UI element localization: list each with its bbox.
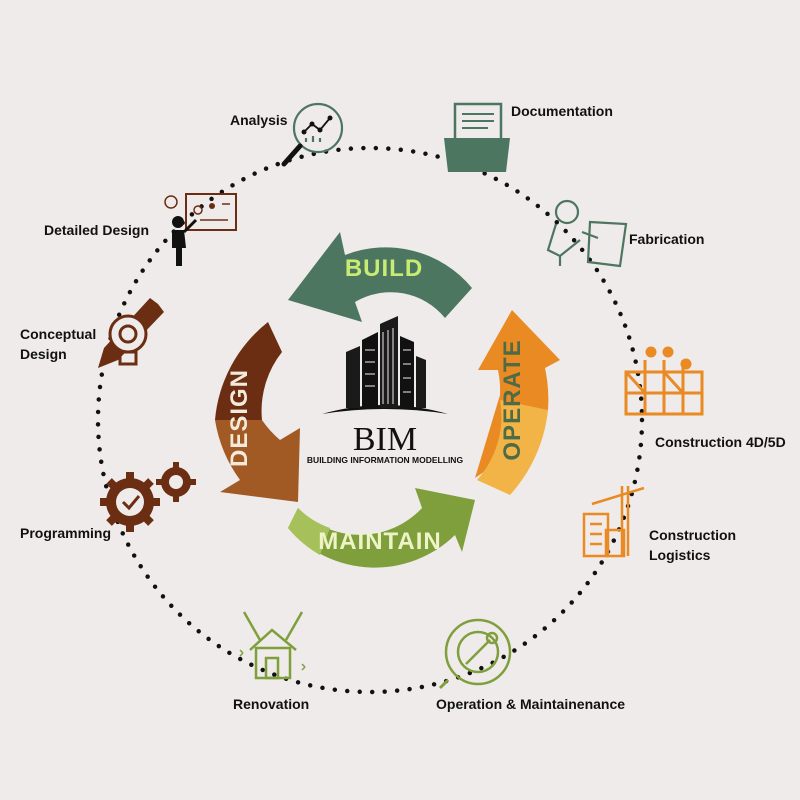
bim-title: BIM (353, 421, 417, 458)
label-analysis: Analysis (230, 112, 288, 128)
label-renovation: Renovation (233, 696, 310, 712)
label-fabrication: Fabrication (629, 231, 705, 247)
label-programming: Programming (20, 525, 112, 541)
label-construction-logistics: Construction Logistics (649, 525, 736, 566)
renovation-house-icon (239, 611, 306, 680)
detailed-design-icon (164, 193, 237, 266)
construction-crane-icon (582, 486, 645, 558)
label-detailed-design: Detailed Design (44, 222, 150, 238)
conceptual-design-icon (98, 298, 164, 368)
label-operation-maintenance: Operation & Maintainenance (436, 696, 626, 712)
label-conceptual-design-line-1: Conceptual (20, 326, 97, 342)
documentation-icon (444, 102, 510, 172)
programming-gears-icon (100, 462, 196, 532)
label-conceptual-design: Conceptual Design (20, 324, 96, 365)
gear-wrench-icon (438, 618, 512, 690)
operate-arrow: OPERATE (475, 310, 560, 495)
dotted-cycle-ring (95, 145, 645, 695)
design-arrow-label: DESIGN (226, 369, 253, 467)
design-arrow: DESIGN (215, 322, 300, 502)
analysis-icon (281, 102, 344, 167)
label-documentation: Documentation (511, 103, 613, 119)
label-construction-logistics-line-1: Construction (649, 527, 737, 543)
construction-scaffold-icon (624, 346, 704, 416)
label-construction-4d5d: Construction 4D/5D (655, 434, 786, 450)
label-conceptual-design-line-2: Design (20, 346, 67, 363)
maintain-arrow-label: MAINTAIN (318, 528, 442, 555)
bim-subtitle: BUILDING INFORMATION MODELLING (307, 455, 464, 465)
build-arrow-label: BUILD (345, 255, 423, 282)
build-arrow: BUILD (288, 232, 472, 322)
label-construction-logistics-line-2: Logistics (649, 547, 711, 564)
bim-building-logo (322, 316, 448, 414)
operate-arrow-label: OPERATE (499, 339, 526, 460)
maintain-arrow: MAINTAIN (288, 488, 475, 568)
fabrication-icon (546, 199, 628, 268)
